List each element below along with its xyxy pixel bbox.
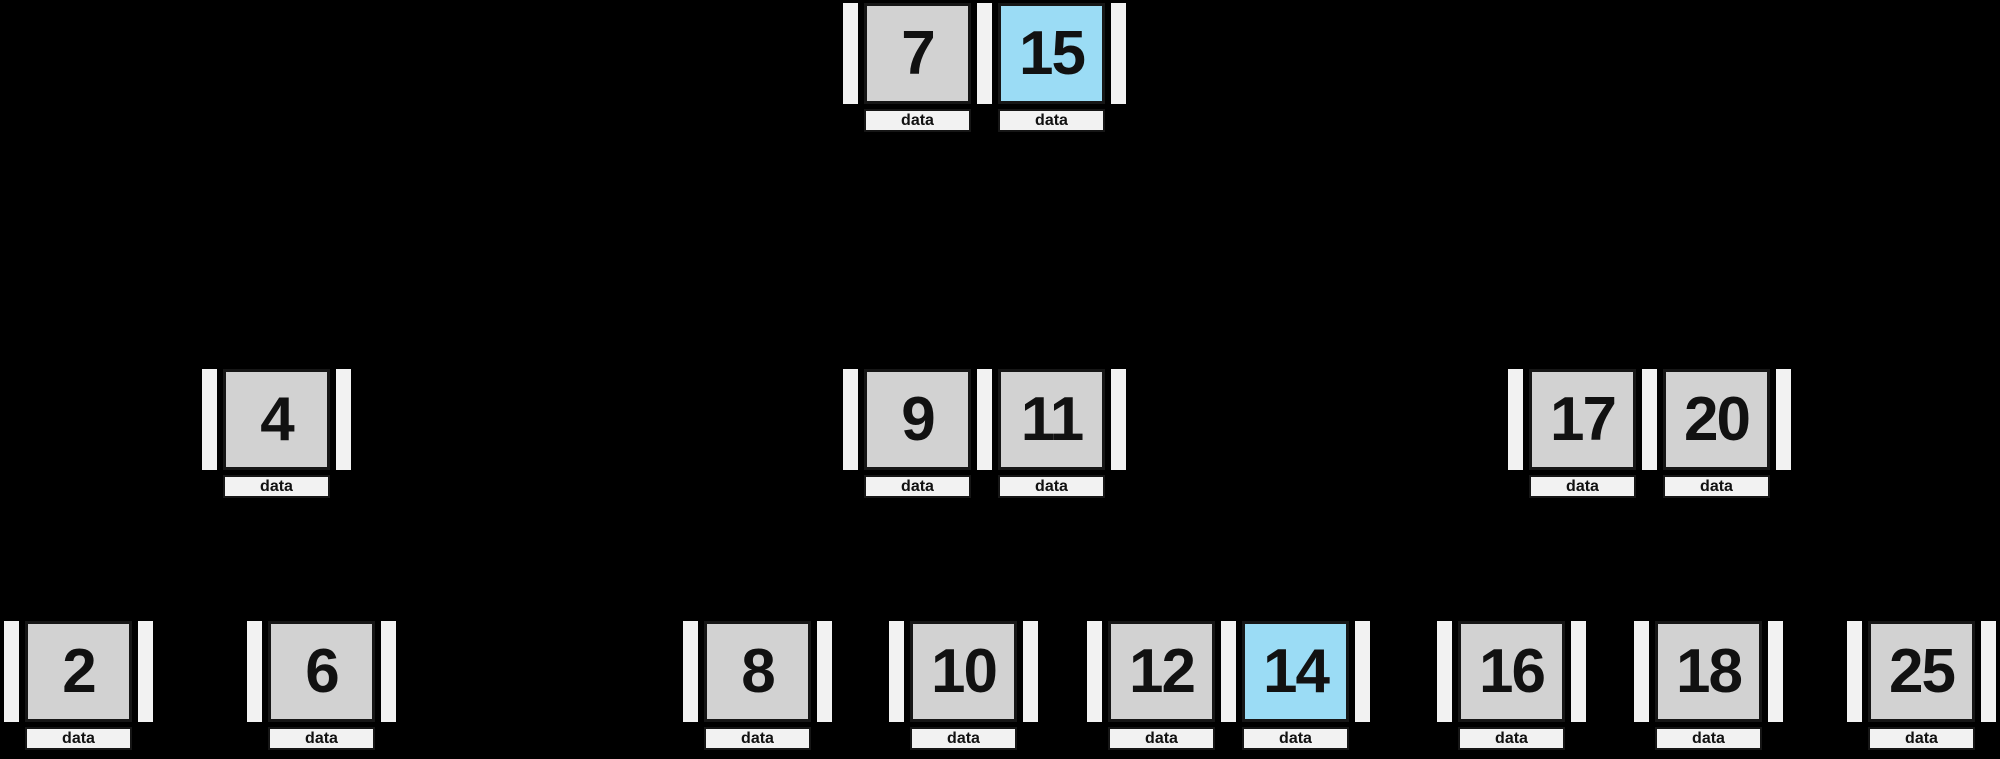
data-pointer-label: data <box>1458 727 1565 750</box>
key-cell: 25 <box>1868 621 1975 722</box>
btree-node-16: 16 data <box>1437 621 1586 750</box>
child-pointer-slot <box>247 621 262 722</box>
child-pointer-slot <box>1847 621 1862 722</box>
key-cell: 12 <box>1108 621 1215 722</box>
child-pointer-slot <box>1642 369 1657 470</box>
key-cell: 4 <box>223 369 330 470</box>
child-pointer-slot <box>4 621 19 722</box>
btree-node-2: 2 data <box>4 621 153 750</box>
key-cell: 6 <box>268 621 375 722</box>
btree-node-8: 8 data <box>683 621 832 750</box>
child-pointer-slot <box>1087 621 1102 722</box>
key-cell: 17 <box>1529 369 1636 470</box>
data-pointer-label: data <box>910 727 1017 750</box>
data-pointer-label: data <box>864 475 971 498</box>
data-pointer-label: data <box>998 475 1105 498</box>
btree-node-25: 25 data <box>1847 621 1996 750</box>
btree-node-17-20: 17 data 20 data <box>1508 369 1791 498</box>
child-pointer-slot <box>1981 621 1996 722</box>
child-pointer-slot <box>843 369 858 470</box>
child-pointer-slot <box>1508 369 1523 470</box>
child-pointer-slot <box>1634 621 1649 722</box>
key-cell: 2 <box>25 621 132 722</box>
child-pointer-slot <box>1111 3 1126 104</box>
key-cell-highlighted: 15 <box>998 3 1105 104</box>
btree-node-4: 4 data <box>202 369 351 498</box>
child-pointer-slot <box>381 621 396 722</box>
data-pointer-label: data <box>1108 727 1215 750</box>
key-cell: 10 <box>910 621 1017 722</box>
child-pointer-slot <box>843 3 858 104</box>
child-pointer-slot <box>336 369 351 470</box>
child-pointer-slot <box>1023 621 1038 722</box>
child-pointer-slot <box>977 3 992 104</box>
data-pointer-label: data <box>1655 727 1762 750</box>
key-cell-highlighted: 14 <box>1242 621 1349 722</box>
child-pointer-slot <box>817 621 832 722</box>
data-pointer-label: data <box>1529 475 1636 498</box>
btree-node-18: 18 data <box>1634 621 1783 750</box>
key-cell: 11 <box>998 369 1105 470</box>
child-pointer-slot <box>889 621 904 722</box>
data-pointer-label: data <box>1663 475 1770 498</box>
data-pointer-label: data <box>25 727 132 750</box>
child-pointer-slot <box>1437 621 1452 722</box>
btree-node-9-11: 9 data 11 data <box>843 369 1126 498</box>
child-pointer-slot <box>977 369 992 470</box>
btree-node-6: 6 data <box>247 621 396 750</box>
data-pointer-label: data <box>223 475 330 498</box>
data-pointer-label: data <box>704 727 811 750</box>
key-cell: 20 <box>1663 369 1770 470</box>
data-pointer-label: data <box>1242 727 1349 750</box>
child-pointer-slot <box>1355 621 1370 722</box>
data-pointer-label: data <box>998 109 1105 132</box>
btree-node-10: 10 data <box>889 621 1038 750</box>
child-pointer-slot <box>138 621 153 722</box>
key-cell: 9 <box>864 369 971 470</box>
btree-node-12-14: 12 data 14 data <box>1087 621 1370 750</box>
key-cell: 18 <box>1655 621 1762 722</box>
child-pointer-slot <box>1571 621 1586 722</box>
key-cell: 16 <box>1458 621 1565 722</box>
key-cell: 7 <box>864 3 971 104</box>
child-pointer-slot <box>1221 621 1236 722</box>
child-pointer-slot <box>683 621 698 722</box>
data-pointer-label: data <box>864 109 971 132</box>
child-pointer-slot <box>202 369 217 470</box>
data-pointer-label: data <box>268 727 375 750</box>
data-pointer-label: data <box>1868 727 1975 750</box>
child-pointer-slot <box>1776 369 1791 470</box>
child-pointer-slot <box>1111 369 1126 470</box>
key-cell: 8 <box>704 621 811 722</box>
btree-node-root: 7 data 15 data <box>843 3 1126 132</box>
child-pointer-slot <box>1768 621 1783 722</box>
